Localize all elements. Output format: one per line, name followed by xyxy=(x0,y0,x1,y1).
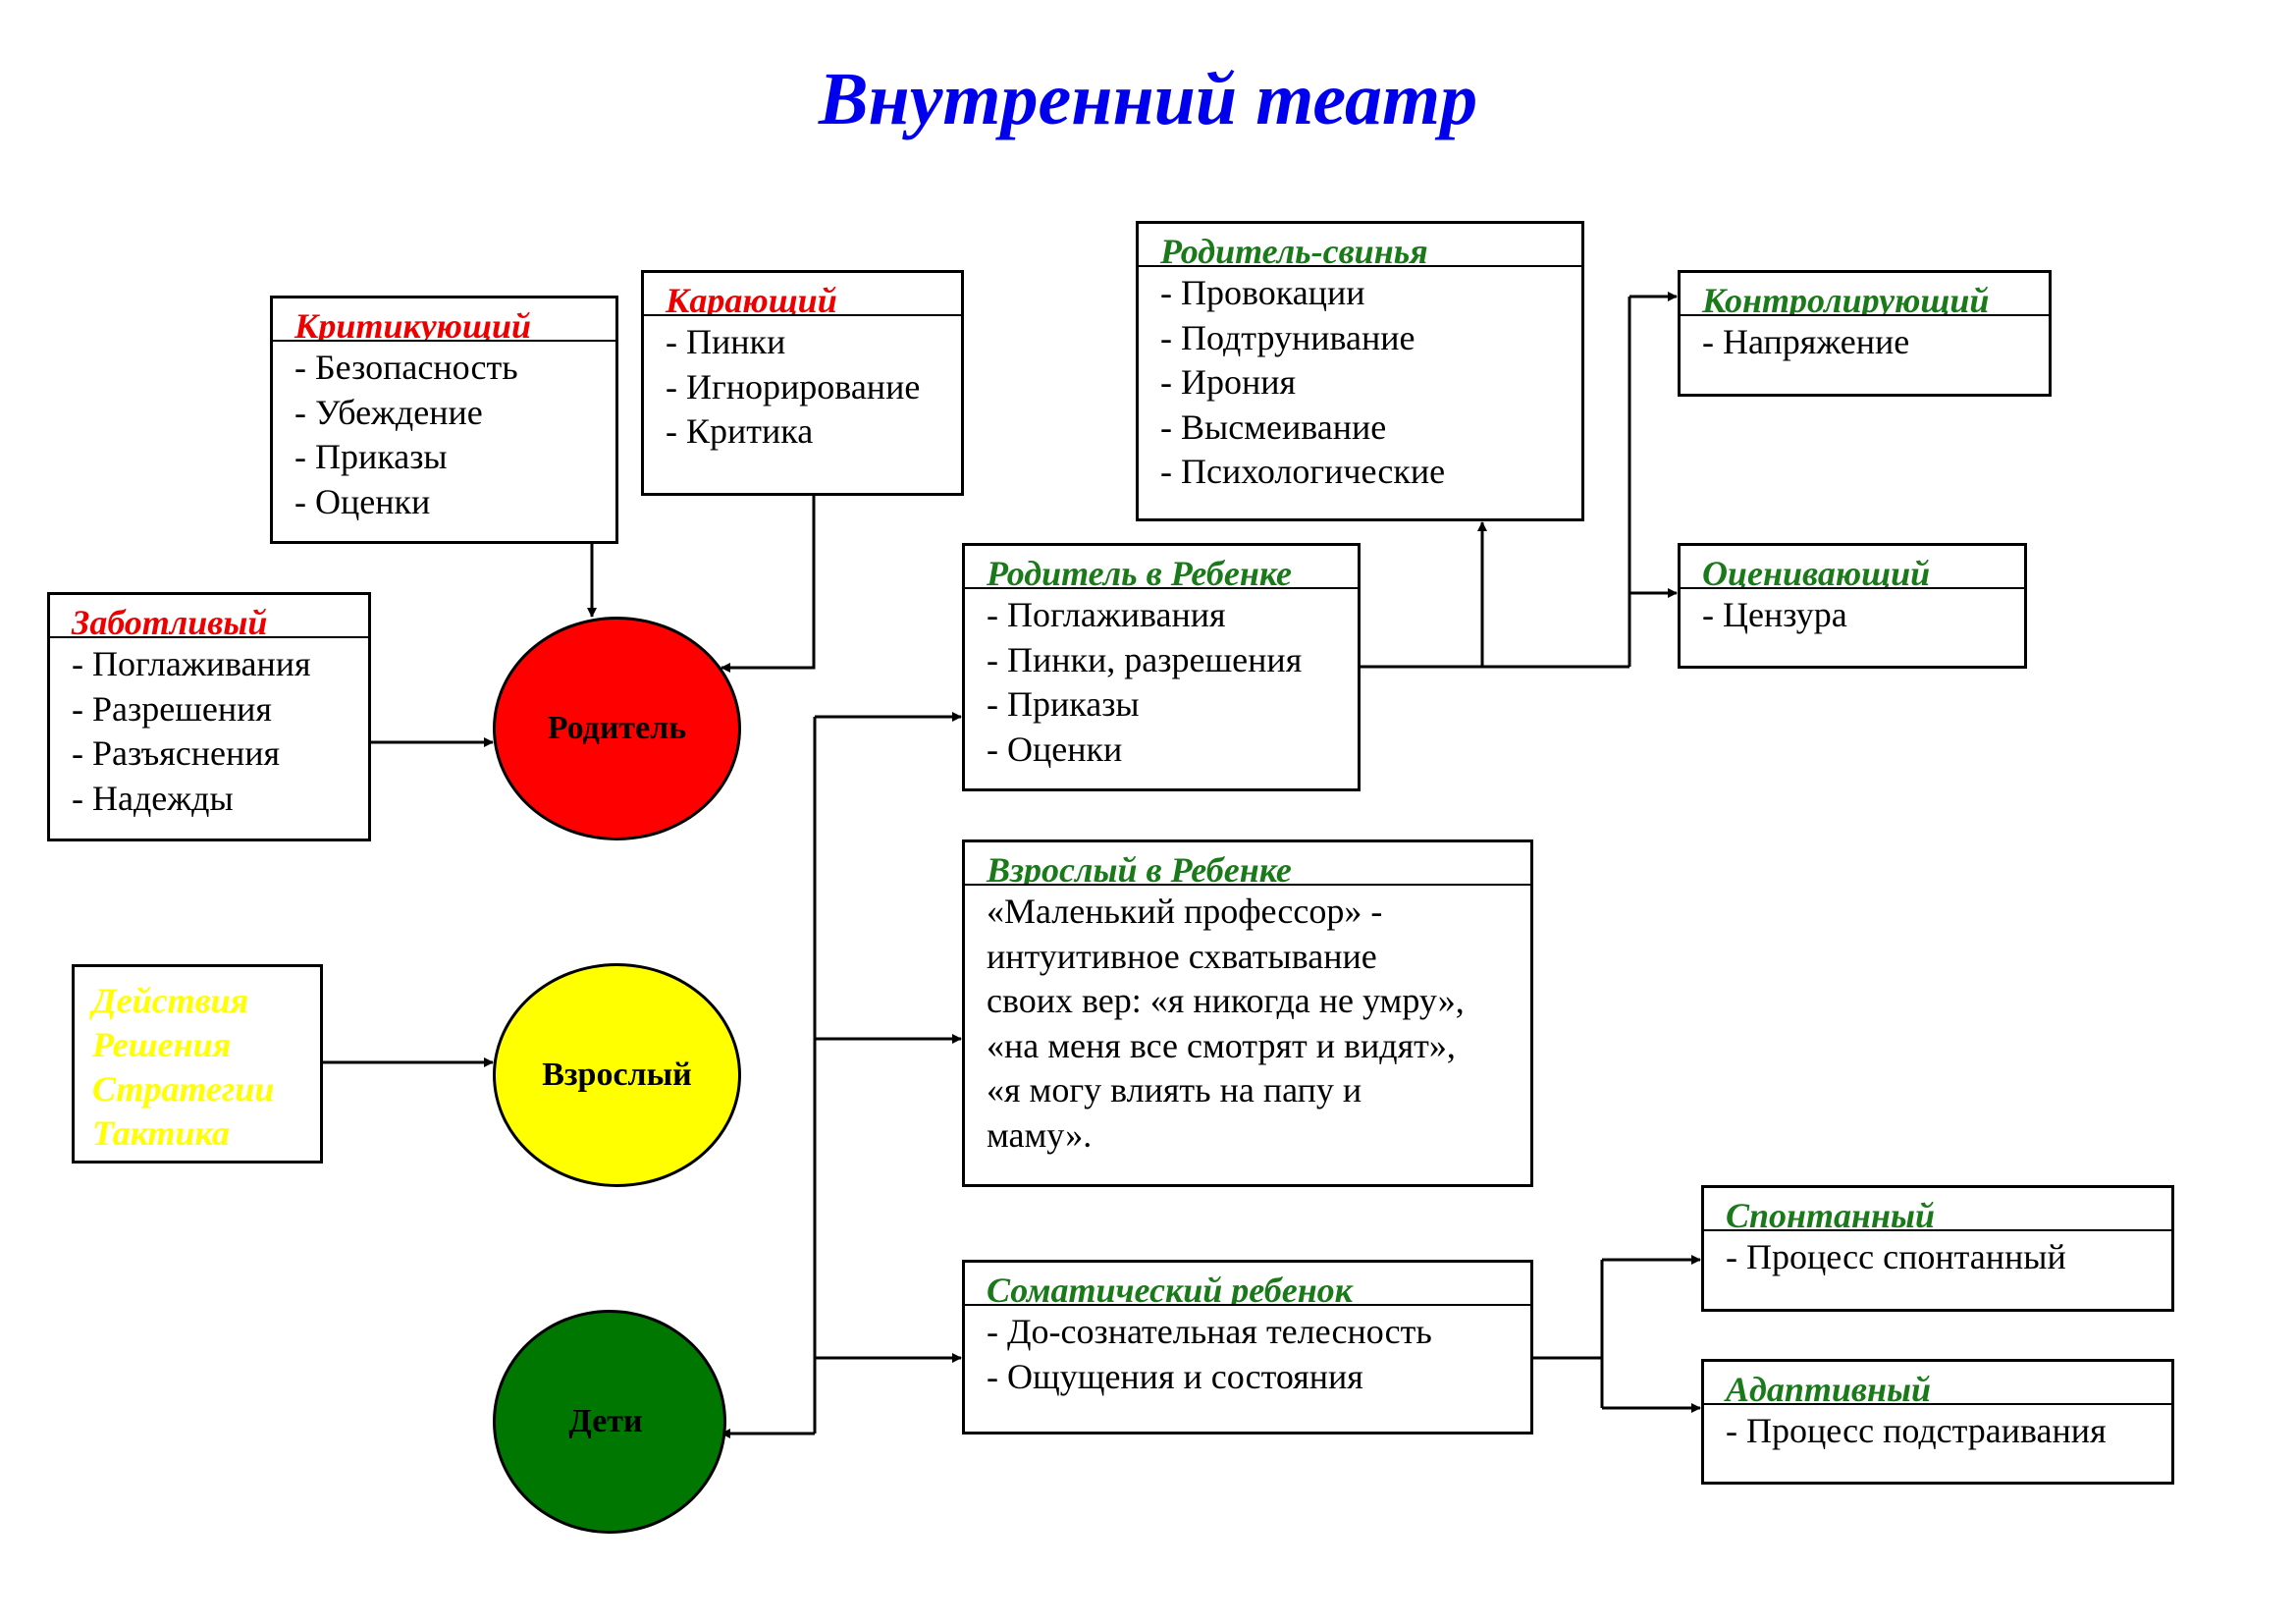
list-item: Высмеивание xyxy=(1160,406,1581,451)
list-item: Тактика xyxy=(92,1113,230,1153)
list-item: Ирония xyxy=(1160,360,1581,406)
list-item: Процесс подстраивания xyxy=(1726,1409,2171,1454)
list-item: Игнорирование xyxy=(666,365,961,410)
list-item: Процесс спонтанный xyxy=(1726,1235,2171,1280)
adaptive-box: Адаптивный Процесс подстраивания xyxy=(1701,1359,2174,1485)
spontaneous-header: Спонтанный xyxy=(1704,1188,2171,1231)
adult-circle-label: Взрослый xyxy=(542,1056,692,1093)
page-title: Внутренний театр xyxy=(818,58,1478,140)
list-item: Убеждение xyxy=(294,391,615,436)
list-item: Приказы xyxy=(987,682,1358,728)
list-item: До-сознательная телесность xyxy=(987,1310,1530,1355)
list-item: Психологические xyxy=(1160,450,1581,495)
paragraph-line: «я могу влиять на папу и xyxy=(987,1070,1362,1110)
controlling-box: Контролирующий Напряжение xyxy=(1678,270,2052,397)
list-item: Оценки xyxy=(294,480,615,525)
list-item: Пинки, разрешения xyxy=(987,638,1358,683)
evaluating-box: Оценивающий Цензура xyxy=(1678,543,2027,669)
list-item: Стратегии xyxy=(92,1069,275,1109)
list-item: Решения xyxy=(92,1025,232,1064)
list-item: Разъяснения xyxy=(72,731,368,777)
pig-parent-header: Родитель-свинья xyxy=(1139,224,1581,267)
list-item: Подтрунивание xyxy=(1160,316,1581,361)
paragraph-line: «Маленький профессор» - xyxy=(987,892,1383,931)
list-item: Цензура xyxy=(1702,593,2024,638)
list-item: Оценки xyxy=(987,728,1358,773)
caring-box: Заботливый Поглаживания Разрешения Разъя… xyxy=(47,592,371,841)
adult-actions-box: Действия Решения Стратегии Тактика xyxy=(72,964,323,1164)
list-item: Напряжение xyxy=(1702,320,2049,365)
parent-in-child-header: Родитель в Ребенке xyxy=(965,546,1358,589)
parent-in-child-box: Родитель в Ребенке Поглаживания Пинки, р… xyxy=(962,543,1361,791)
children-circle: Дети xyxy=(493,1310,726,1534)
critical-header: Критикующий xyxy=(273,298,615,342)
list-item: Поглаживания xyxy=(72,642,368,687)
list-item: Пинки xyxy=(666,320,961,365)
punishing-box: Карающий Пинки Игнорирование Критика xyxy=(641,270,964,496)
parent-circle-label: Родитель xyxy=(547,710,687,746)
list-item: Безопасность xyxy=(294,346,615,391)
arrow-punishing-to-parent xyxy=(721,496,816,673)
paragraph-line: «на меня все смотрят и видят», xyxy=(987,1025,1456,1065)
caring-header: Заботливый xyxy=(50,595,368,638)
list-item: Действия xyxy=(92,981,249,1020)
somatic-box: Соматический ребенок До-сознательная тел… xyxy=(962,1260,1533,1435)
adult-in-child-box: Взрослый в Ребенке «Маленький профессор»… xyxy=(962,839,1533,1187)
adult-in-child-header: Взрослый в Ребенке xyxy=(965,842,1530,886)
somatic-header: Соматический ребенок xyxy=(965,1263,1530,1306)
spontaneous-box: Спонтанный Процесс спонтанный xyxy=(1701,1185,2174,1312)
list-item: Провокации xyxy=(1160,271,1581,316)
controlling-header: Контролирующий xyxy=(1681,273,2049,316)
list-item: Надежды xyxy=(72,777,368,822)
adult-circle: Взрослый xyxy=(493,963,741,1187)
pig-parent-box: Родитель-свинья Провокации Подтрунивание… xyxy=(1136,221,1584,521)
adaptive-header: Адаптивный xyxy=(1704,1362,2171,1405)
punishing-header: Карающий xyxy=(644,273,961,316)
critical-box: Критикующий Безопасность Убеждение Прика… xyxy=(270,296,618,544)
list-item: Критика xyxy=(666,409,961,455)
list-item: Приказы xyxy=(294,435,615,480)
paragraph-line: интуитивное схватывание xyxy=(987,936,1377,976)
list-item: Ощущения и состояния xyxy=(987,1355,1530,1400)
evaluating-header: Оценивающий xyxy=(1681,546,2024,589)
paragraph-line: своих вер: «я никогда не умру», xyxy=(987,981,1465,1020)
paragraph-line: маму». xyxy=(987,1114,1093,1155)
children-circle-label: Дети xyxy=(568,1403,643,1439)
parent-circle: Родитель xyxy=(493,617,741,840)
list-item: Разрешения xyxy=(72,687,368,732)
list-item: Поглаживания xyxy=(987,593,1358,638)
